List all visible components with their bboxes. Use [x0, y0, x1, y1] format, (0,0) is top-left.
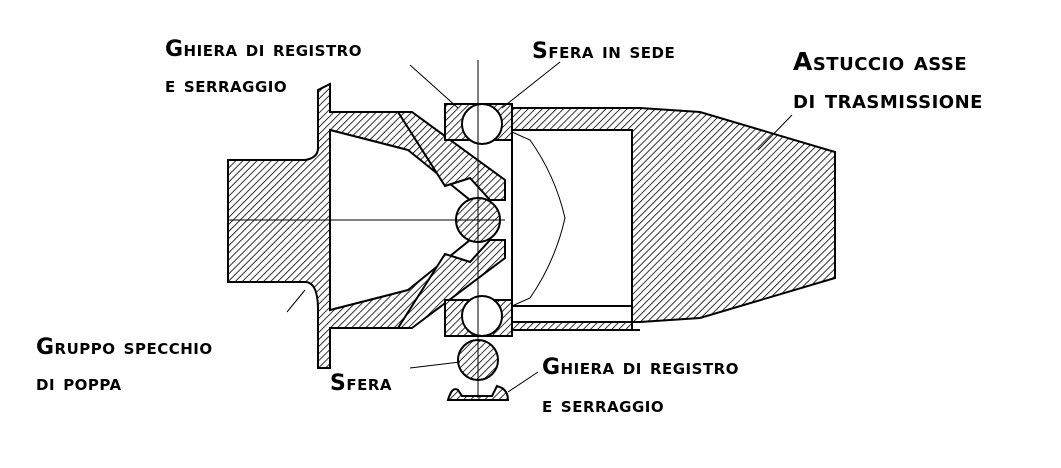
loose-ring-nut	[446, 384, 510, 401]
label-astuccio-2: di trasmissione	[793, 85, 983, 114]
label-gruppo-2: di poppa	[36, 371, 122, 396]
label-ghiera-top-2: e serraggio	[165, 73, 287, 98]
shaft-housing	[451, 107, 836, 331]
leader-ghiera-bottom	[507, 371, 539, 393]
labels: Ghiera di registro e serraggio Sfera in …	[36, 37, 983, 418]
stern-flange-group	[227, 82, 471, 369]
ball-bottom-in-seat	[461, 295, 503, 337]
leader-sfera	[409, 361, 461, 369]
leader-lines	[286, 61, 793, 393]
housing-chamber	[511, 129, 633, 307]
seal-curve	[511, 131, 566, 307]
label-sfera-in-sede: Sfera in sede	[532, 39, 675, 64]
label-ghiera-bottom-2: e serraggio	[542, 393, 664, 418]
leader-sfera-in-sede	[501, 61, 561, 109]
ball-top-in-seat	[461, 103, 503, 145]
center-lines	[228, 60, 505, 398]
housing-body	[451, 107, 836, 331]
label-ghiera-bottom-1: Ghiera di registro	[542, 355, 739, 380]
leader-astuccio	[757, 114, 793, 151]
label-gruppo-1: Gruppo specchio	[36, 335, 213, 360]
leader-ghiera-top	[409, 64, 459, 109]
label-ghiera-top-1: Ghiera di registro	[165, 37, 362, 62]
leader-gruppo	[286, 289, 306, 313]
label-astuccio-1: Astuccio asse	[793, 47, 967, 76]
label-sfera: Sfera	[330, 371, 392, 396]
